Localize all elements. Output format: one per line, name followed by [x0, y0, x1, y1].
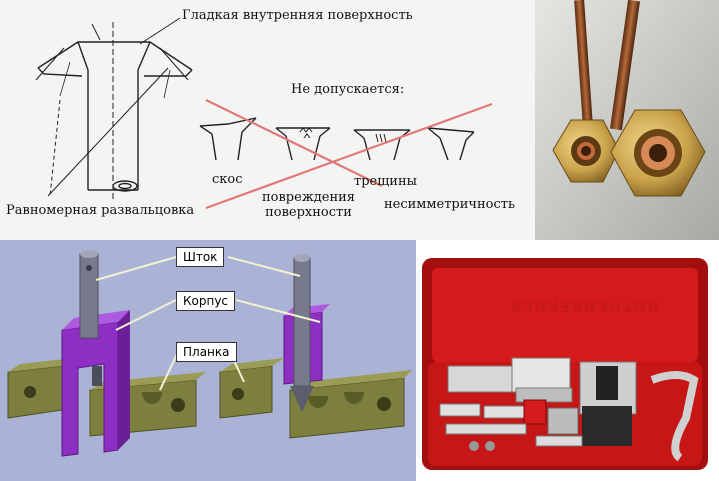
left-assembly: [7, 250, 206, 457]
flaring-diagram: [35, 17, 493, 210]
flare-cone-outline: [37, 41, 193, 71]
right-assembly: [219, 254, 412, 439]
tool-model-panel: Шток Корпус Планка: [0, 240, 416, 481]
tool-case-photo: [422, 258, 708, 470]
defect-surface-damage-label: повреждения поверхности: [262, 190, 355, 220]
defect-surface-damage-line2: поверхности: [265, 205, 352, 220]
fittings-photo-panel: [535, 0, 719, 240]
flaring-bar-2: [511, 357, 571, 393]
not-allowed-label: Не допускается:: [291, 82, 405, 97]
rod-label: Шток: [176, 247, 225, 267]
defect-surface-damage-line1: повреждения: [262, 190, 356, 205]
tool-kit-panel: ROTHENBERGER: [416, 240, 719, 481]
defect-asymmetry-label: несимметричность: [384, 197, 516, 212]
defect-bevel-label: скос: [212, 172, 243, 187]
defect-surface-damage-sketch: [275, 127, 331, 161]
copper-pipe-right: [610, 0, 640, 131]
not-allowed-cross: [205, 99, 493, 210]
tool-model-illustration: [7, 250, 412, 457]
yoke-handle: [582, 406, 632, 446]
uniform-flare-label: Равномерная развальцовка: [6, 203, 195, 218]
inner-surface-label: Гладкая внутренняя поверхность: [182, 8, 413, 23]
fittings-photo: [535, 0, 719, 240]
defect-cracks-label: трещины: [354, 174, 417, 189]
case-brand-logo: ROTHENBERGER: [509, 297, 659, 315]
bar-label: Планка: [176, 342, 237, 362]
defect-asymmetry-sketch: [427, 127, 475, 161]
copper-pipe-left: [574, 0, 594, 141]
flaring-bar-1: [447, 365, 515, 393]
pipe-cutter: [650, 371, 699, 462]
defect-bevel-sketch: [199, 117, 257, 161]
body-label: Корпус: [176, 291, 236, 311]
case-lid: [432, 268, 698, 362]
flaring-diagram-panel: Гладкая внутренняя поверхность Равномерн…: [0, 0, 535, 240]
